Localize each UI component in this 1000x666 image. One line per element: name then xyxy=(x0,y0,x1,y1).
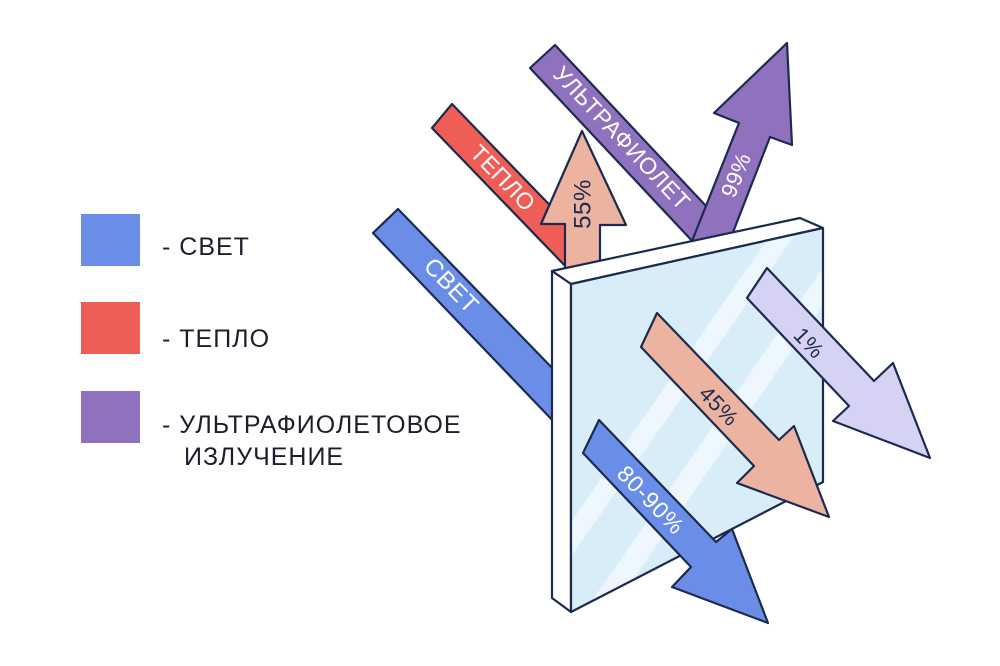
transmitted-uv-shape xyxy=(745,266,932,460)
transmitted-heat-shape xyxy=(639,311,831,519)
incoming-heat-label: ТЕПЛО xyxy=(465,140,541,217)
glass-front-outline xyxy=(569,226,825,614)
legend-label-heat: - ТЕПЛО xyxy=(162,325,270,353)
legend-label-uv-line2: ИЗЛУЧЕНИЕ xyxy=(184,443,344,471)
legend-swatch-light xyxy=(81,214,140,266)
reflected-uv-shape xyxy=(688,41,794,248)
glass-highlight-stripe xyxy=(571,228,819,612)
legend: - СВЕТ - ТЕПЛО - УЛЬТРАФИОЛЕТОВОЕ ИЗЛУЧЕ… xyxy=(81,214,462,471)
glass-front-face xyxy=(571,228,823,612)
legend-label-light: - СВЕТ xyxy=(162,233,250,261)
incoming-heat-arrow: ТЕПЛО xyxy=(430,102,572,273)
incoming-light-arrow: СВЕТ xyxy=(371,207,559,427)
glass-side-face xyxy=(550,269,573,614)
transmitted-light-shape xyxy=(581,418,770,625)
legend-label-uv: - УЛЬТРАФИОЛЕТОВОЕ xyxy=(162,411,462,439)
reflected-uv-arrow: 99% xyxy=(688,41,794,248)
reflected-heat-value: 55% xyxy=(570,179,597,229)
legend-swatch-uv xyxy=(81,391,140,443)
legend-swatch-heat xyxy=(81,302,140,354)
